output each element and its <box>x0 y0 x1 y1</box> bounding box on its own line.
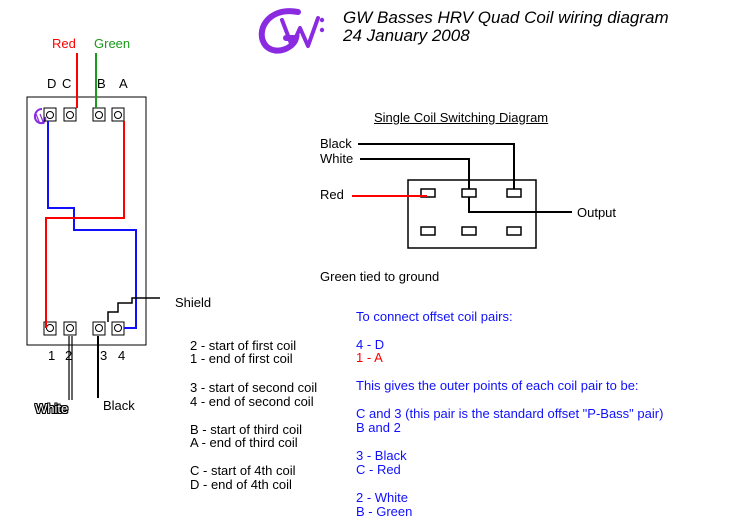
blue-wire-d-to-4 <box>47 121 137 329</box>
coil-legend-line: A - end of third coil <box>190 435 298 450</box>
pair-b2: B and 2 <box>356 420 401 435</box>
wire-c-red: C - Red <box>356 462 401 477</box>
terminal-label-1: 1 <box>48 348 56 363</box>
switch-output-label: Output <box>577 205 617 220</box>
white-wire-label: White <box>35 401 69 416</box>
wire-b-green: B - Green <box>356 504 413 519</box>
terminal-label-a: A <box>119 76 128 91</box>
coil-legend-line: 4 - end of second coil <box>190 394 314 409</box>
switch-black-label: Black <box>320 136 352 151</box>
switch-red-label: Red <box>320 187 344 202</box>
pickup-body <box>26 96 147 346</box>
coil-legend-line: 1 - end of first coil <box>190 351 293 366</box>
terminal-label-3: 3 <box>100 348 108 363</box>
terminal-label-b: B <box>97 76 106 91</box>
pair-c3: C and 3 (this pair is the standard offse… <box>356 406 664 421</box>
green-wire-label: Green <box>94 36 131 51</box>
switch-output-wire <box>468 197 572 213</box>
red-wire-label: Red <box>52 36 76 51</box>
diagram-title: GW Basses HRV Quad Coil wiring diagram <box>343 8 669 27</box>
offset-pair-4d: 4 - D <box>356 337 385 352</box>
coil-legend-line: D - end of 4th coil <box>190 477 292 492</box>
black-wire-label: Black <box>103 398 135 413</box>
offset-heading: To connect offset coil pairs: <box>356 309 513 324</box>
wire-2-white: 2 - White <box>356 490 409 505</box>
coil-legend-line: 2 - start of first coil <box>190 338 297 353</box>
switching-heading: Single Coil Switching Diagram <box>374 110 549 125</box>
wire-3-black: 3 - Black <box>356 448 407 463</box>
switch-white-wire <box>360 158 470 189</box>
switch-body <box>407 179 537 249</box>
terminal-label-2: 2 <box>65 348 73 363</box>
offset-pair-1a: 1 - A <box>356 350 383 365</box>
switch-black-wire <box>358 143 515 189</box>
top-terminals <box>43 107 125 122</box>
shield-wire <box>107 297 160 322</box>
coil-legend-line: B - start of third coil <box>190 422 302 437</box>
coil-legend-line: C - start of 4th coil <box>190 463 296 478</box>
terminal-label-c: C <box>62 76 72 91</box>
gw-logo <box>258 8 325 54</box>
ground-note: Green tied to ground <box>320 269 440 284</box>
shield-label: Shield <box>175 295 212 310</box>
switch-white-label: White <box>320 151 354 166</box>
terminal-label-4: 4 <box>118 348 126 363</box>
switch-lugs <box>420 188 522 236</box>
outer-points-heading: This gives the outer points of each coil… <box>356 378 639 393</box>
pickup-logo-icon <box>34 108 47 125</box>
diagram-date: 24 January 2008 <box>343 26 470 45</box>
coil-legend-line: 3 - start of second coil <box>190 380 318 395</box>
terminal-label-d: D <box>47 76 57 91</box>
red-wire-a-to-1 <box>45 121 125 328</box>
bottom-terminals <box>43 321 125 336</box>
